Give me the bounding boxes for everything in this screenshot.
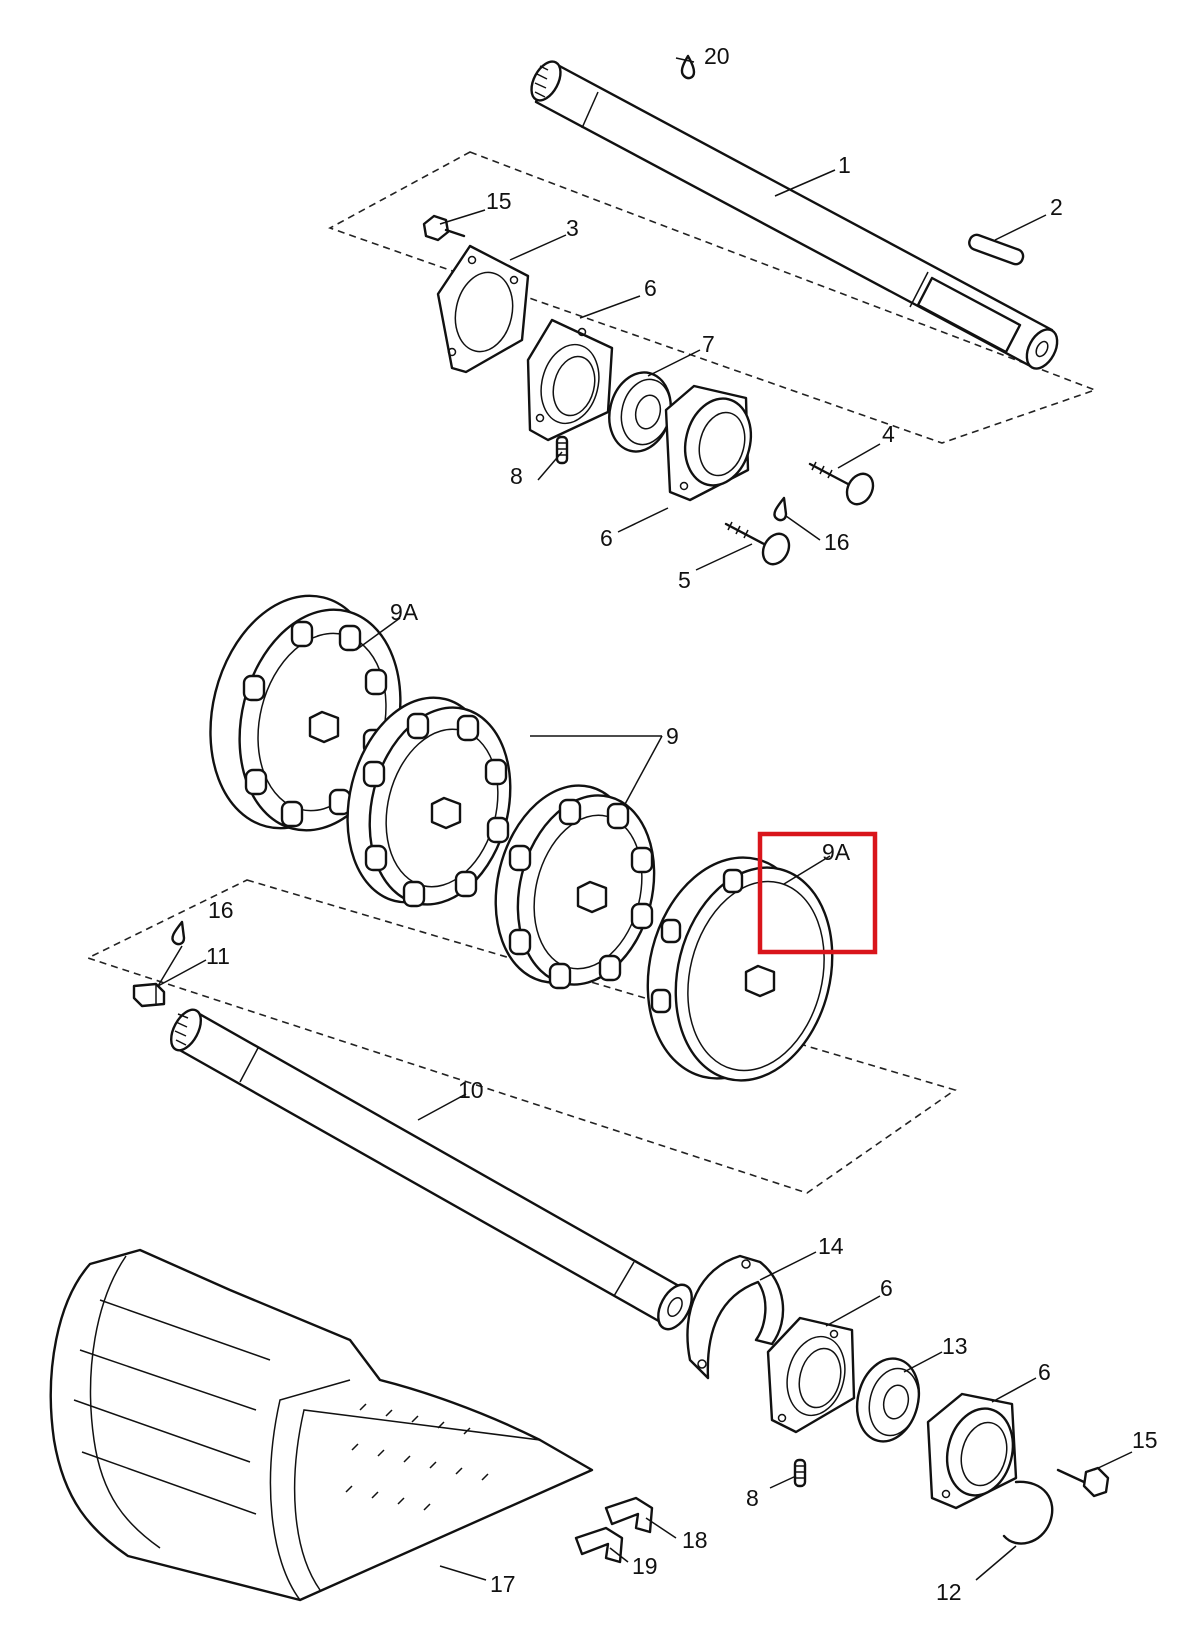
leader-lines [157, 57, 1133, 1581]
callout-9A-top: 9A [390, 599, 419, 625]
callout-9: 9 [666, 723, 679, 749]
tab-block-11 [132, 982, 166, 1008]
upper-assembly-dashed-boundary [328, 151, 1098, 444]
callout-18: 18 [682, 1527, 708, 1553]
callout-12: 12 [936, 1579, 962, 1605]
callout-6-c: 6 [880, 1275, 893, 1301]
callout-17: 17 [490, 1571, 516, 1597]
snap-ring-12 [1002, 1480, 1054, 1545]
callout-7: 7 [702, 331, 715, 357]
bolt-upper [422, 214, 466, 242]
lubricant-drop-icon [680, 54, 696, 80]
callout-3: 3 [566, 215, 579, 241]
bearing-flange-lower-right [926, 1392, 1018, 1510]
half-ring-14 [686, 1254, 785, 1380]
sprocket-9-left [346, 696, 512, 908]
drive-shaft-lower [170, 1008, 693, 1331]
spring-lower [793, 1458, 807, 1488]
bearing-flange-lower-left [766, 1316, 856, 1434]
callout-14: 14 [818, 1233, 844, 1259]
callout-11: 11 [206, 943, 230, 969]
lubricant-drop-icon-mid [171, 920, 186, 946]
bolt-lower [1056, 1466, 1110, 1498]
bearing-lower [855, 1357, 921, 1443]
callout-13: 13 [942, 1333, 968, 1359]
wheel-9A-right [646, 856, 834, 1082]
callout-16-mid: 16 [208, 897, 234, 923]
bolt-5 [724, 521, 791, 566]
callout-6-a: 6 [644, 275, 657, 301]
shaft-key [968, 233, 1025, 266]
callout-16-top: 16 [824, 529, 850, 555]
callout-19: 19 [632, 1553, 658, 1579]
callout-8-bottom: 8 [746, 1485, 759, 1511]
bearing-flange-upper-right [664, 384, 753, 502]
callout-10: 10 [458, 1077, 484, 1103]
drive-shaft-upper [530, 60, 1059, 370]
callout-4: 4 [882, 421, 895, 447]
callout-15-top: 15 [486, 188, 512, 214]
clip-19 [574, 1526, 624, 1564]
callout-9A-right: 9A [822, 839, 851, 865]
mounting-plate [436, 244, 530, 374]
highlight-box-9A [757, 831, 878, 955]
callout-8-top: 8 [510, 463, 523, 489]
callout-20: 20 [704, 43, 730, 69]
bolt-4 [808, 461, 875, 506]
callout-2: 2 [1050, 194, 1063, 220]
callout-6-b: 6 [600, 525, 613, 551]
bearing-flange-upper-left [526, 318, 614, 442]
lubricant-drop-icon-upper [773, 496, 788, 522]
sprocket-9-right [494, 784, 656, 990]
callout-5: 5 [678, 567, 691, 593]
callout-1: 1 [838, 152, 851, 178]
callout-15-bottom: 15 [1132, 1427, 1158, 1453]
clip-18 [604, 1496, 654, 1534]
track-17 [49, 1248, 594, 1602]
spring-upper [555, 435, 569, 465]
callout-6-d: 6 [1038, 1359, 1051, 1385]
